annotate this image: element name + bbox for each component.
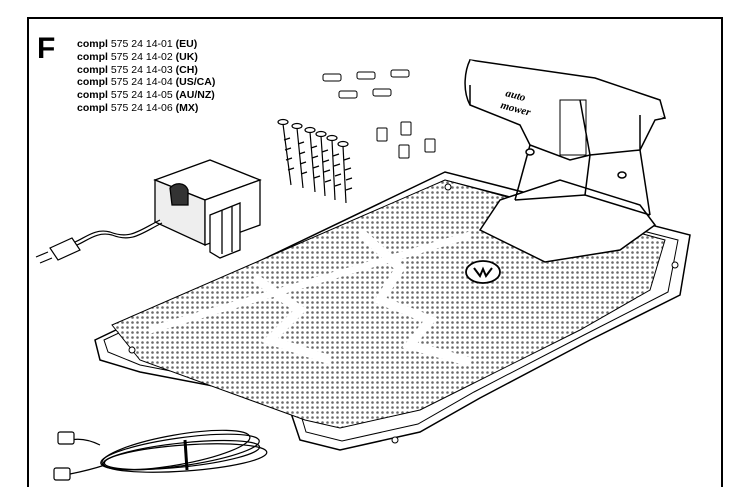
base-station bbox=[464, 59, 667, 263]
part-row-au-nz: compl 575 24 14-05 (AU/NZ) bbox=[77, 89, 215, 102]
power-supply bbox=[153, 159, 262, 259]
part-row-eu: compl 575 24 14-01 (EU) bbox=[77, 38, 198, 50]
boundary-wire-coil bbox=[53, 429, 268, 481]
part-row-uk: compl 575 24 14-02 (UK) bbox=[77, 50, 198, 63]
wire-connectors bbox=[322, 69, 410, 99]
part-number-list: compl 575 24 14-01 (EU) compl 575 24 14-… bbox=[77, 38, 215, 115]
power-cord bbox=[35, 219, 163, 264]
part-row-mx: compl 575 24 14-06 (MX) bbox=[77, 101, 199, 114]
part-row-us-ca: compl 575 24 14-04 (US/CA) bbox=[77, 76, 216, 89]
cable-clips bbox=[376, 121, 436, 159]
station-logo-line1: auto bbox=[504, 87, 527, 104]
part-row-ch: compl 575 24 14-03 (CH) bbox=[77, 63, 198, 76]
figure-letter: F bbox=[37, 32, 56, 65]
figure-frame bbox=[27, 17, 723, 487]
screw-set bbox=[277, 118, 353, 204]
husqvarna-logo-icon bbox=[465, 260, 501, 284]
